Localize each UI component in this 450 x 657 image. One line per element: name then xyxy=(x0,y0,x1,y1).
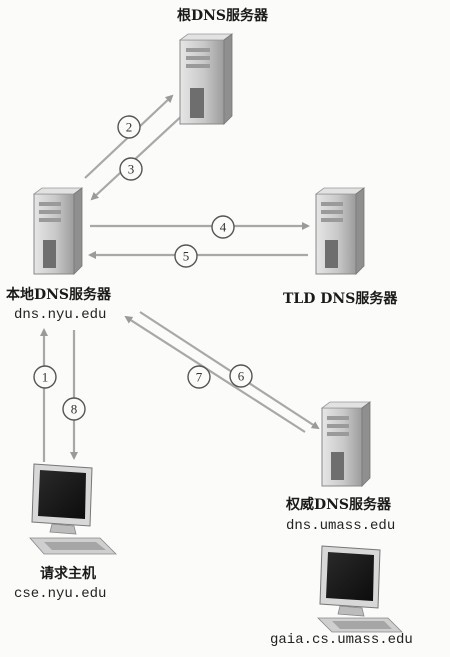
step-6-circle xyxy=(229,364,253,388)
local-server-host: dns.nyu.edu xyxy=(14,307,107,323)
auth-server-host: dns.umass.edu xyxy=(286,518,396,534)
local-server-icon xyxy=(32,187,84,275)
step-3-circle xyxy=(119,157,143,181)
auth-server-label: 权威DNS服务器 xyxy=(286,497,392,513)
client-host-address: cse.nyu.edu xyxy=(14,586,107,602)
step-5-circle xyxy=(174,244,198,268)
client-host-label: 请求主机 xyxy=(40,566,96,582)
step-4-label: 4 xyxy=(220,220,227,235)
step-4-circle xyxy=(211,215,235,239)
root-server-label: 根DNS服务器 xyxy=(177,8,269,24)
step-6-label: 6 xyxy=(238,369,245,384)
local-server-label: 本地DNS服务器 xyxy=(6,287,112,303)
step-3-label: 3 xyxy=(128,162,135,177)
step-2-circle xyxy=(117,115,141,139)
step-5-label: 5 xyxy=(183,249,190,264)
client-computer-icon xyxy=(29,463,117,555)
auth-server-icon xyxy=(320,401,372,487)
arrow-step-7 xyxy=(124,315,306,433)
step-8-label: 8 xyxy=(71,402,78,417)
root-server-icon xyxy=(178,33,234,125)
arrow-step-6 xyxy=(139,311,320,430)
step-1-circle xyxy=(33,365,57,389)
tld-server-label: TLD DNS服务器 xyxy=(283,291,398,307)
arrows xyxy=(40,94,320,462)
arrow-step-3 xyxy=(90,111,187,201)
step-7-circle xyxy=(187,365,211,389)
target-host-address: gaia.cs.umass.edu xyxy=(270,632,413,648)
step-8-circle xyxy=(62,397,86,421)
step-circles xyxy=(33,115,253,421)
step-2-label: 2 xyxy=(126,120,133,135)
target-computer-icon xyxy=(317,545,403,633)
step-7-label: 7 xyxy=(196,370,203,385)
tld-server-icon xyxy=(314,187,366,275)
step-1-label: 1 xyxy=(42,370,49,385)
